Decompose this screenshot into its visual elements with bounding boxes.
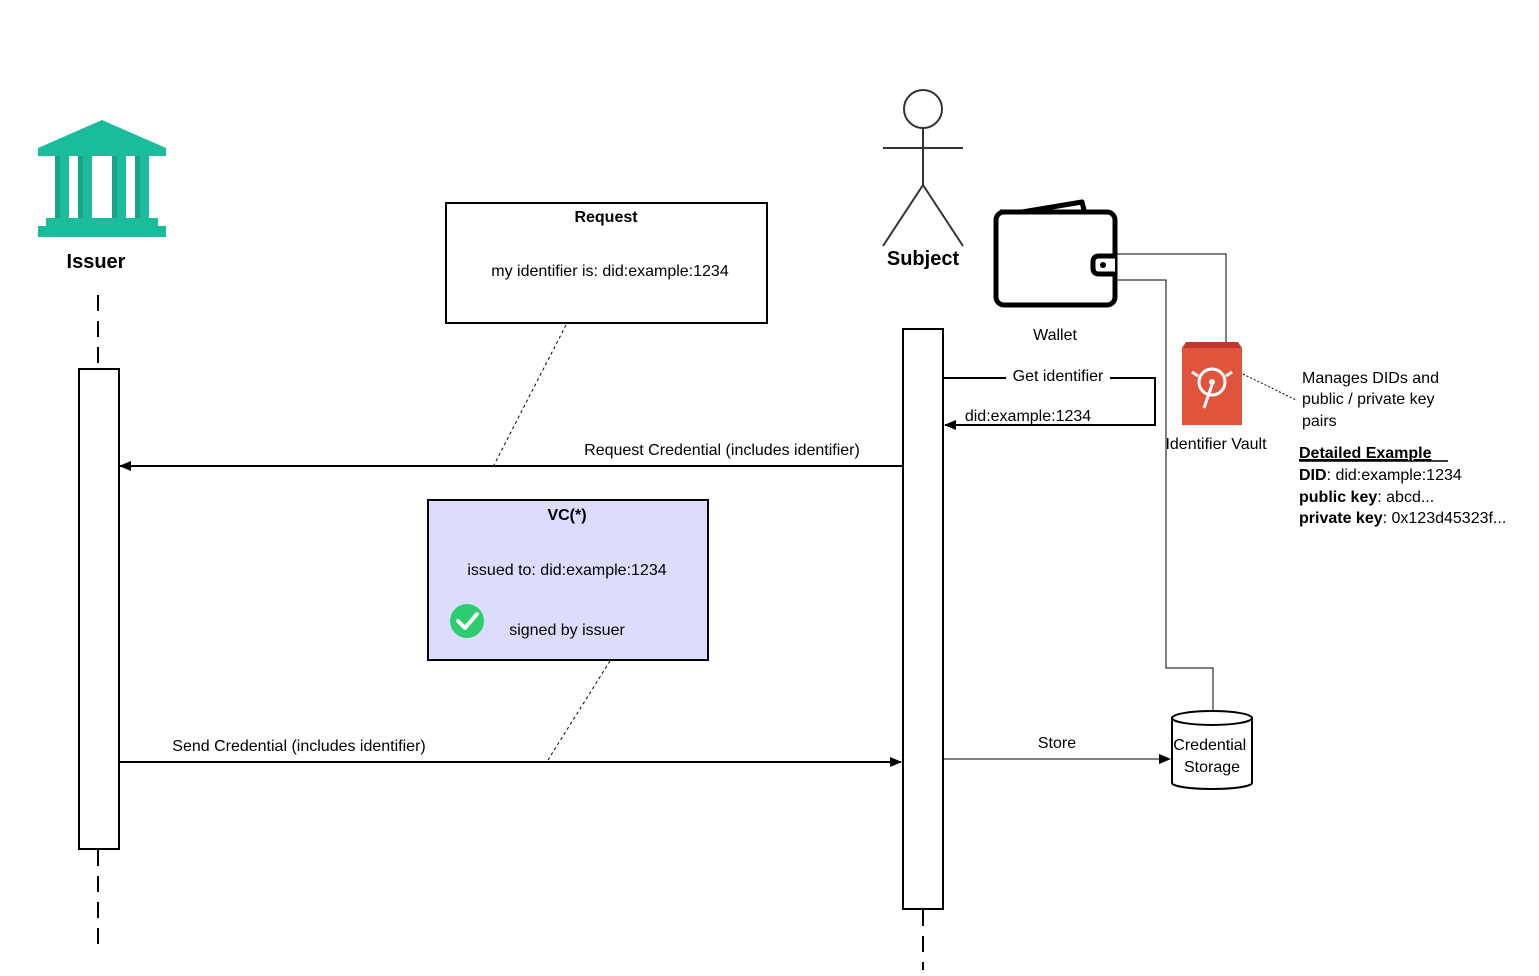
- get-identifier-label: Get identifier: [1013, 368, 1104, 385]
- detailed-example: Detailed Example DID: did:example:1234 p…: [1299, 445, 1506, 527]
- private-key-row: private key: 0x123d45323f...: [1299, 510, 1506, 527]
- public-key-row: public key: abcd...: [1299, 489, 1434, 506]
- wallet-storage-connector: [1116, 279, 1214, 710]
- check-icon: [450, 604, 484, 638]
- wallet-vault-connector: [1116, 253, 1227, 343]
- detailed-example-title: Detailed Example: [1299, 445, 1432, 462]
- did-row: DID: did:example:1234: [1299, 467, 1462, 484]
- vc-issued-to: issued to: did:example:1234: [467, 562, 666, 579]
- subject-label: Subject: [887, 248, 960, 270]
- request-note-body: my identifier is: did:example:1234: [491, 263, 729, 280]
- database-icon: [1171, 710, 1253, 790]
- person-icon: [882, 89, 964, 247]
- request-credential-label: Request Credential (includes identifier): [584, 442, 860, 459]
- return-identifier-label: did:example:1234: [965, 408, 1091, 425]
- request-note-box: [445, 202, 768, 324]
- wallet-icon: [993, 199, 1118, 308]
- subject-activation-bar: [902, 328, 944, 910]
- issuer-label: Issuer: [67, 251, 126, 273]
- vc-note-title: VC(*): [547, 507, 586, 524]
- issuer-activation-bar: [78, 368, 120, 850]
- vc-signed-by: signed by issuer: [509, 622, 625, 639]
- vault-label: Identifier Vault: [1165, 436, 1267, 453]
- vc-note-connector: [547, 660, 611, 761]
- request-note-connector: [493, 324, 567, 466]
- send-credential-label: Send Credential (includes identifier): [172, 738, 425, 755]
- wallet-label: Wallet: [1033, 327, 1077, 344]
- store-label: Store: [1038, 735, 1076, 752]
- vault-note: Manages DIDs and public / private key pa…: [1302, 370, 1443, 430]
- vault-icon: [1182, 342, 1242, 425]
- request-note-title: Request: [574, 209, 638, 226]
- storage-label: Credential Storage: [1173, 737, 1250, 776]
- vault-note-connector: [1242, 373, 1297, 401]
